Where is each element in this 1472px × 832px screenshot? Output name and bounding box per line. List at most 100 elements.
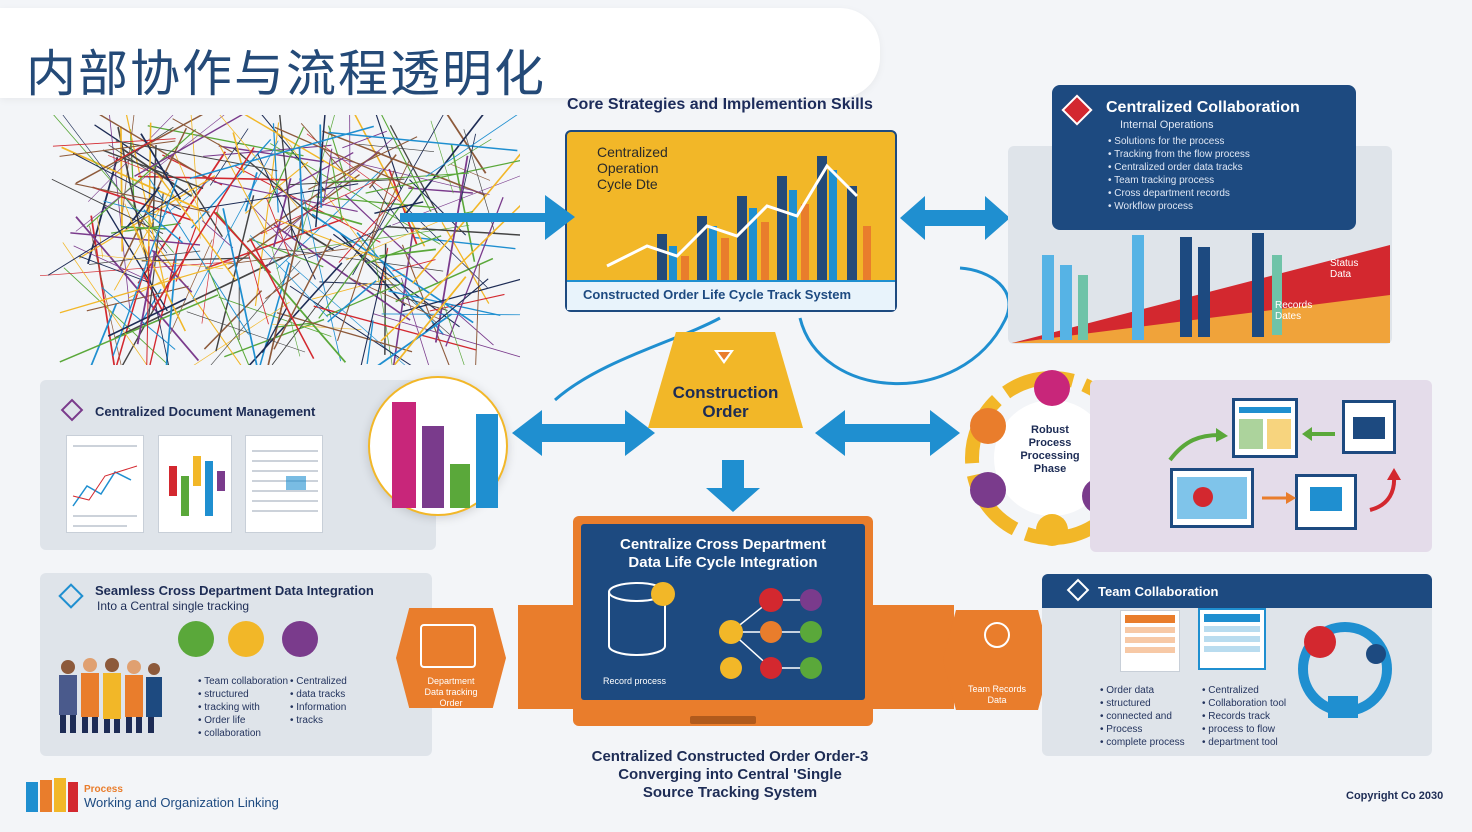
tangle-line [246, 151, 380, 243]
flow-network [719, 588, 822, 679]
tangle-line [446, 115, 487, 174]
tangle-line [203, 290, 263, 350]
tangle-line [59, 261, 232, 314]
database-icon [608, 582, 675, 656]
list-item: • Collaboration tool [1202, 698, 1287, 709]
workflow-screen-3 [1170, 468, 1254, 528]
tangle-line [289, 178, 405, 186]
tangle-line [90, 303, 118, 365]
tangle-line [279, 115, 294, 239]
tangle-line [210, 260, 301, 365]
monitor-title-line-2: Data Life Cycle Integration [628, 554, 818, 571]
document-thumb-2 [158, 435, 232, 533]
list-item: • process to flow [1202, 724, 1275, 735]
list-item: • Process [1100, 724, 1143, 735]
tangle-line [264, 223, 295, 272]
title-band [0, 8, 880, 98]
list-item: • structured [1100, 698, 1151, 709]
document-management-title: Centralized Document Management [95, 404, 316, 419]
workflow-arrows [1168, 427, 1401, 512]
tangle-line [78, 175, 216, 259]
tangle-line [146, 246, 150, 365]
tangle-line [78, 255, 150, 283]
tangle-line [460, 133, 477, 202]
integration-folder-icon [228, 621, 264, 657]
monitor-stand [690, 716, 756, 724]
centralized-collaboration-panel: Centralized Collaboration Internal Opera… [1052, 85, 1356, 230]
integration-diamond-icon [58, 583, 84, 609]
workflow-screen-1 [1232, 398, 1298, 458]
workflow-screen-4 [1295, 474, 1357, 530]
tangle-line [63, 267, 170, 365]
tangle-line [209, 128, 249, 186]
workflow-panel [1090, 380, 1432, 552]
order-line-1: Construction [672, 383, 779, 402]
tangle-line [120, 126, 124, 252]
tangle-line [360, 255, 453, 337]
tangle-line [267, 214, 304, 365]
tangle-line [339, 232, 406, 307]
construction-order-shape [648, 332, 803, 428]
tangle-line [306, 133, 408, 208]
tangle-line [342, 130, 388, 149]
tangle-line [74, 183, 210, 213]
tangle-line [150, 165, 237, 281]
tangle-line [328, 131, 518, 152]
tangle-line [274, 126, 414, 189]
tangle-line [371, 184, 409, 233]
tangle-line [247, 251, 269, 325]
process-line-2: Process [1028, 437, 1072, 449]
tangle-line [143, 209, 184, 244]
tangle-line [450, 163, 491, 181]
tangle-line [47, 188, 189, 276]
tangle-line [190, 115, 201, 239]
tangle-line [389, 125, 442, 220]
tangle-line [365, 160, 520, 194]
tangle-line [315, 196, 436, 209]
footer-logo-icon [26, 778, 78, 812]
team-doc-2 [1198, 608, 1266, 670]
tangle-line [249, 235, 329, 318]
tangle-line [106, 126, 174, 170]
hex-left-line-1: Department [427, 676, 475, 686]
card-line-3: Cycle Dte [597, 176, 658, 192]
list-item: • Cross department records [1108, 188, 1230, 199]
hex-left-line-2: Data tracking [424, 687, 478, 697]
tangle-line [273, 238, 332, 350]
tangle-line [59, 294, 219, 363]
tangle-line [141, 257, 251, 262]
tangle-line [115, 268, 146, 365]
tangle-line [148, 176, 250, 335]
list-item: • Solutions for the process [1108, 136, 1225, 147]
tangle-line [322, 130, 486, 197]
tangle-line [86, 128, 197, 228]
tangle-line [344, 194, 439, 283]
chart-label-3: Records [1275, 300, 1313, 311]
list-item: • Order life [198, 715, 246, 726]
monitor-screen: Centralize Cross Department Data Life Cy… [581, 524, 865, 700]
tangle-line [285, 260, 406, 365]
tangle-line [201, 220, 234, 249]
tangle-line [298, 148, 304, 234]
order-line-2: Order [702, 402, 749, 421]
tangle-line [59, 140, 176, 157]
tangle-line [206, 266, 250, 365]
tangle-line [130, 219, 186, 332]
tangle-line [336, 170, 395, 341]
list-item: • Order data [1100, 685, 1155, 696]
tangle-line [315, 115, 326, 228]
tangle-line [268, 126, 305, 204]
tangle-line [222, 208, 258, 365]
tangle-line [172, 118, 233, 153]
tangle-line [326, 172, 469, 183]
bottom-caption-line-1: Centralized Constructed Order Order-3 [591, 748, 869, 765]
tangle-line [311, 273, 405, 300]
tangle-line [52, 138, 176, 147]
tangle-line [377, 313, 453, 365]
tangle-line [92, 186, 194, 222]
tangle-line [112, 179, 178, 357]
tangle-line [62, 115, 168, 254]
integration-col2: • Centralized• data tracks• Information•… [290, 675, 347, 727]
bar-chart-badge [368, 376, 508, 516]
tangle-line [244, 198, 298, 257]
